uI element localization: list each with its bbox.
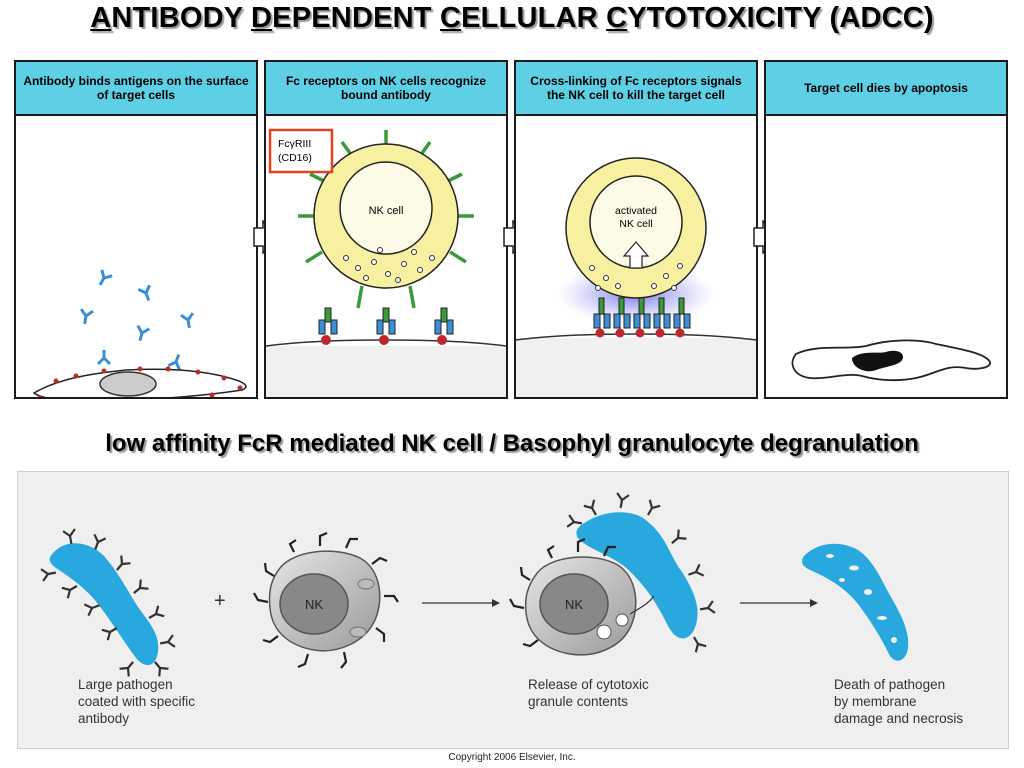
antibody-binding-illustration: [32, 268, 247, 397]
receptor-cd16-label: (CD16): [278, 152, 312, 164]
caption-death: Death of pathogen by membrane damage and…: [834, 677, 964, 726]
nk-cell-resting: NK: [253, 531, 399, 669]
apoptotic-cell-illustration: [791, 339, 991, 382]
step-1-header: Antibody binds antigens on the surface o…: [16, 62, 256, 116]
receptor-label: FcγRIII: [278, 138, 311, 150]
nk-cell-label: NK cell: [369, 205, 404, 217]
adcc-step-4-panel: Target cell dies by apoptosis: [764, 60, 1008, 399]
pathogen-coated: [49, 543, 159, 666]
degranulation-illustration: + NK NK: [39, 491, 909, 678]
nk-recognition-illustration: NK cell FcγRIII (CD16): [266, 128, 506, 397]
nk-label-2: NK: [565, 597, 583, 612]
activated-label: activated: [615, 205, 657, 217]
crosslinked-receptors: [593, 297, 691, 338]
damaged-pathogen: [802, 543, 909, 661]
adcc-step-3-panel: Cross-linking of Fc receptors signals th…: [514, 60, 758, 399]
page-title: ANTIBODY DEPENDENT CELLULAR CYTOTOXICITY…: [90, 2, 934, 34]
adcc-step-2-panel: Fc receptors on NK cells recognize bound…: [264, 60, 508, 399]
pathogen-attacked: [576, 512, 698, 639]
degranulation-figure: + NK NK: [17, 471, 1009, 749]
plus-sign: +: [214, 590, 226, 612]
receptor-highlight-box: [268, 128, 334, 174]
step-3-header: Cross-linking of Fc receptors signals th…: [516, 62, 756, 116]
adcc-step-1-panel: Antibody binds antigens on the surface o…: [14, 60, 258, 399]
activated-nk-label: NK cell: [619, 218, 652, 230]
caption-pathogen: Large pathogen coated with specific anti…: [78, 677, 196, 726]
step-4-header: Target cell dies by apoptosis: [766, 62, 1006, 116]
nk-label-1: NK: [305, 597, 323, 612]
caption-release: Release of cytotoxic granule contents: [528, 677, 649, 709]
section-subtitle: low affinity FcR mediated NK cell / Baso…: [105, 430, 919, 457]
copyright-notice: Copyright 2006 Elsevier, Inc.: [448, 752, 576, 763]
nk-activation-illustration: activated NK cell: [516, 157, 756, 397]
nk-cell-activated: NK: [509, 537, 655, 656]
antibody-receptor-complexes: [318, 307, 454, 345]
step-2-header: Fc receptors on NK cells recognize bound…: [266, 62, 506, 116]
